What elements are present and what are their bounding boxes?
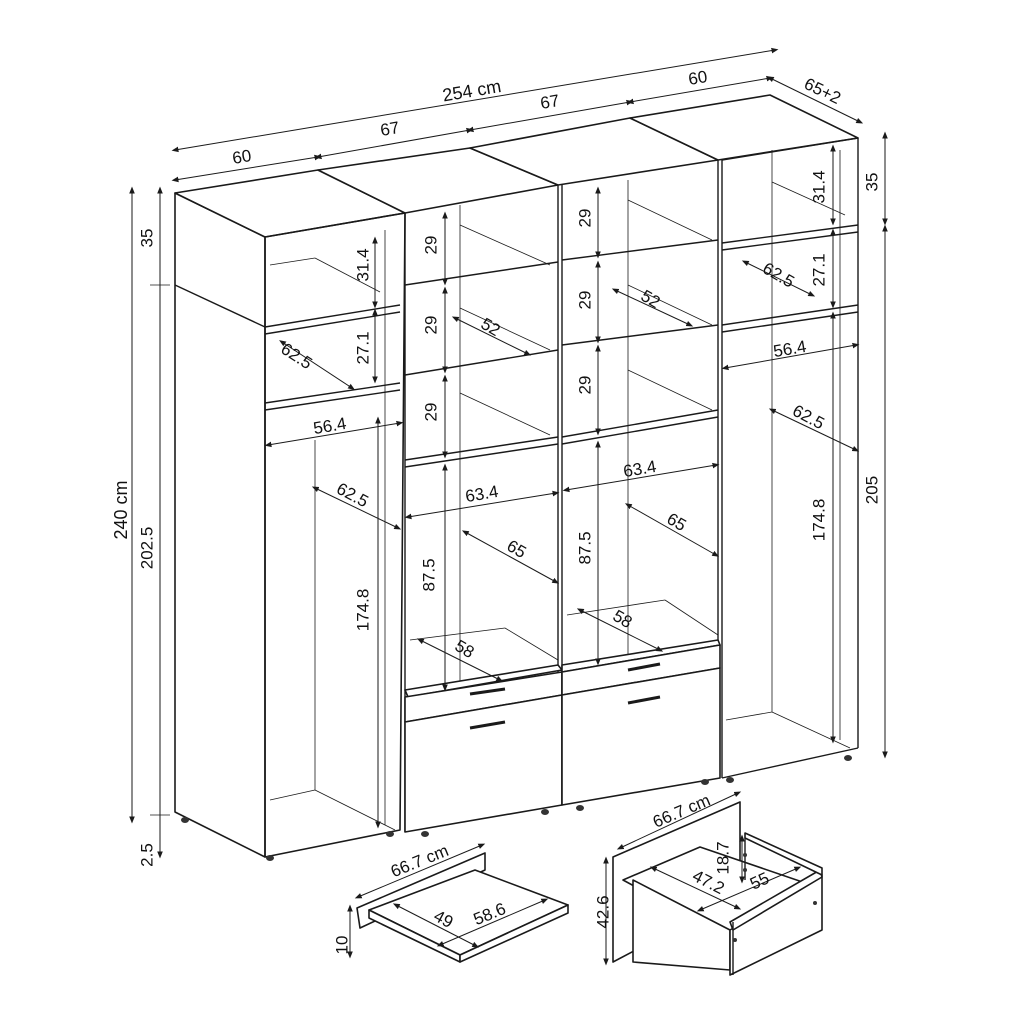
middle-right-dimensions [562, 186, 720, 666]
label-drawer-box-height: 18.7 [713, 841, 732, 874]
overall-dimensions [129, 47, 888, 859]
label-mr-shelf-height-1: 29 [575, 209, 594, 228]
label-mr-shelf-height-2: 29 [575, 291, 594, 310]
label-right-inner-width: 56.4 [772, 337, 808, 361]
label-left-top-shelf-height: 31.4 [353, 248, 372, 281]
label-right-second-shelf-height: 27.1 [809, 253, 828, 286]
label-total-width: 254 cm [441, 76, 503, 105]
label-right-top-shelf-height: 31.4 [809, 170, 828, 203]
label-left-hanging-height: 174.8 [353, 589, 372, 632]
label-mr-shelf-depth: 52 [638, 286, 664, 312]
label-ml-hanging-height: 87.5 [419, 558, 438, 591]
left-cabinet [174, 169, 406, 861]
middle-left-dimensions [404, 211, 560, 692]
middle-left-cabinet [317, 147, 563, 837]
label-depth: 65+2 [801, 74, 844, 108]
label-width-module-1: 60 [231, 146, 253, 168]
label-ml-shelf-height-3: 29 [421, 403, 440, 422]
label-mr-inner-width: 63.4 [622, 457, 658, 481]
label-width-module-3: 67 [539, 91, 561, 113]
label-right-shelf-depth: 62.5 [759, 259, 797, 292]
label-left-body-height: 202.5 [137, 527, 156, 570]
label-width-module-4: 60 [687, 67, 709, 89]
label-ml-shelf-height-2: 29 [421, 316, 440, 335]
label-ml-inner-depth: 65 [504, 536, 530, 562]
label-right-top-height: 35 [862, 173, 881, 192]
label-mr-shelf-height-3: 29 [575, 376, 594, 395]
label-left-shelf-depth: 62.5 [278, 339, 316, 373]
drawer [603, 791, 823, 976]
label-mr-inner-depth: 65 [664, 509, 690, 535]
shelf-insert [347, 843, 569, 963]
label-ml-inner-width: 63.4 [464, 482, 500, 506]
right-cabinet-dimensions [721, 144, 860, 744]
label-mr-hanging-height: 87.5 [575, 531, 594, 564]
label-left-inner-width: 56.4 [312, 414, 348, 438]
label-left-second-shelf-height: 27.1 [353, 331, 372, 364]
label-width-module-2: 67 [379, 118, 401, 140]
label-left-top-height: 35 [137, 229, 156, 248]
label-right-body-height: 205 [862, 476, 881, 504]
label-shelf-height: 10 [332, 936, 351, 955]
label-right-hanging-height: 174.8 [809, 499, 828, 542]
label-ml-shelf-height-1: 29 [421, 236, 440, 255]
label-right-hanging-depth: 62.5 [789, 401, 827, 433]
label-mr-drawer-top-depth: 58 [610, 606, 636, 632]
label-drawer-front-height: 42.6 [593, 895, 612, 928]
left-cabinet-dimensions [264, 236, 404, 829]
label-total-height: 240 cm [111, 480, 131, 539]
label-left-foot-height: 2.5 [137, 843, 156, 867]
